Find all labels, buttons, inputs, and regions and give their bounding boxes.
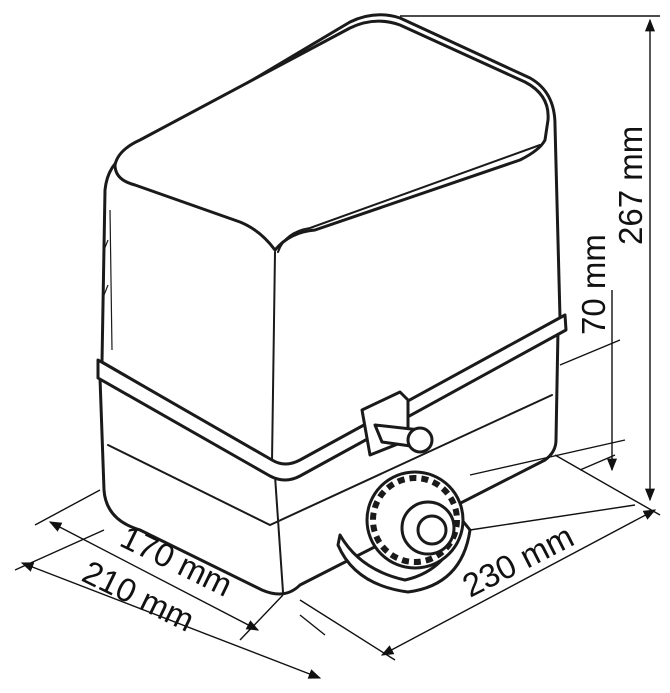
motor-lid — [113, 19, 550, 252]
cover-detail — [103, 209, 113, 351]
label-70mm: 70 mm — [575, 234, 612, 335]
dim-line-210 — [20, 562, 322, 679]
label-267mm: 267 mm — [612, 126, 649, 245]
cover-front-edge — [271, 251, 276, 463]
release-lever — [360, 390, 434, 457]
lid-edge — [277, 144, 541, 253]
base-seam — [107, 394, 553, 527]
dim-line-230 — [380, 509, 657, 656]
dimension-lines — [14, 15, 661, 679]
motor-body — [96, 13, 568, 596]
cover-band — [96, 313, 568, 482]
